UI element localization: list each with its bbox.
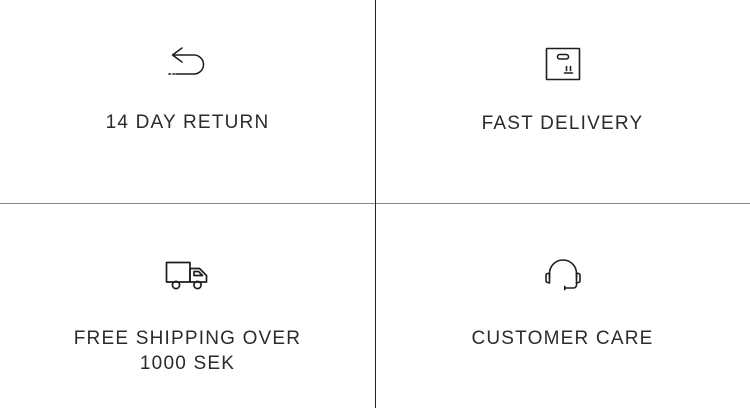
badge-item-delivery[interactable]: FAST DELIVERY [375,0,750,204]
badge-label-care: CUSTOMER CARE [471,328,654,349]
badge-label-delivery: FAST DELIVERY [481,113,644,134]
badge-item-return[interactable]: 14 DAY RETURN [0,0,375,204]
package-box-icon [543,44,583,88]
divider-vertical [375,0,376,408]
badge-label-return: 14 DAY RETURN [105,112,270,133]
badge-label-shipping: FREE SHIPPING OVER 1000 SEK [73,328,302,375]
headset-icon [543,256,583,300]
badge-item-care[interactable]: CUSTOMER CARE [375,204,750,408]
badge-item-shipping[interactable]: FREE SHIPPING OVER 1000 SEK [0,204,375,408]
return-arrow-icon [165,44,211,88]
delivery-truck-icon [163,256,213,300]
